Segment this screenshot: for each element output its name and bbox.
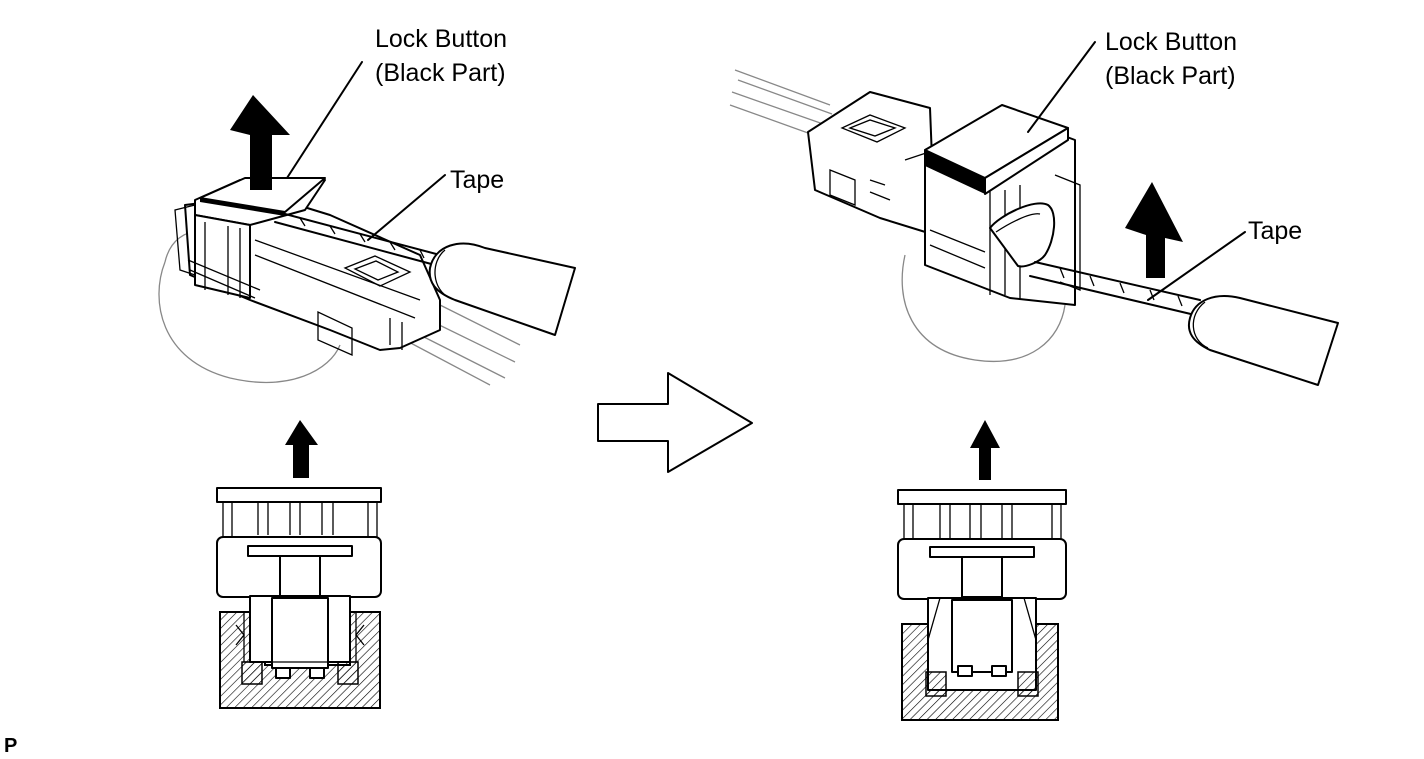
- lock-button-label-after: Lock Button (Black Part): [1105, 25, 1237, 93]
- lock-button-label-after-line1: Lock Button: [1105, 28, 1238, 56]
- lock-button-label-before-line1: Lock Button: [375, 25, 508, 53]
- lock-button-label-before-line2: (Black Part): [375, 59, 506, 87]
- cross-section-after: [897, 420, 1067, 721]
- corner-code: P: [4, 735, 18, 757]
- cross-section-before: [216, 420, 382, 709]
- lock-button-label-after-line2: (Black Part): [1105, 62, 1236, 90]
- tape-label-before: Tape: [450, 166, 505, 194]
- connector-before-perspective: [158, 177, 576, 386]
- tape-label-after: Tape: [1248, 217, 1303, 245]
- next-step-arrow-icon: [597, 372, 753, 473]
- connector-after-perspective: [729, 69, 1339, 386]
- lock-button-label-before: Lock Button (Black Part): [375, 22, 507, 90]
- lift-arrow-before-icon: [230, 95, 290, 190]
- pull-tape-arrow-icon: [1125, 182, 1183, 278]
